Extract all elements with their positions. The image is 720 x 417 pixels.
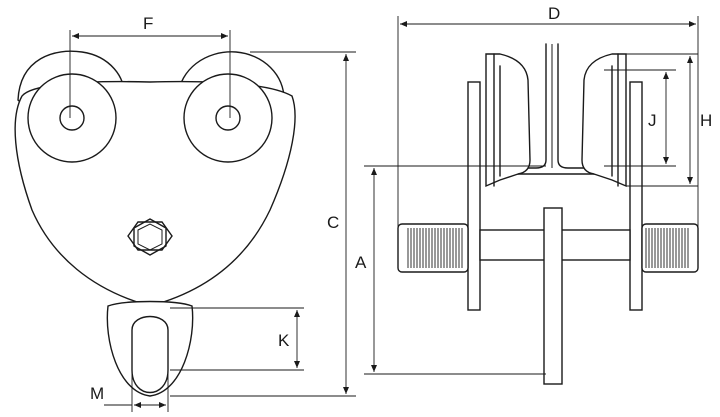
dimension-a: A [355,165,546,375]
dimension-f: F [69,14,231,118]
dimension-d: D [397,4,699,228]
label-f: F [143,14,153,33]
center-suspension-plate [543,207,563,385]
label-m: M [90,384,104,403]
right-side-plate [629,81,643,311]
label-a: A [355,253,367,272]
left-axle-hole [59,105,85,131]
hex-nut-face [137,223,163,251]
dimension-h: H [626,53,712,187]
dimension-c: C [170,51,356,397]
side-view [397,43,699,385]
suspension-eye-hole [131,315,169,394]
label-k: K [278,331,290,350]
left-trolley-wheel [485,53,531,188]
hex-nut-inner [133,218,167,256]
label-c: C [327,213,339,232]
left-side-plate [467,81,481,311]
right-thread-lines [645,228,689,268]
left-threaded-end [397,223,469,273]
label-j: J [648,111,657,130]
ibeam-web [507,43,597,175]
label-h: H [700,111,712,130]
right-axle-hole [215,105,241,131]
right-trolley-wheel [581,53,627,188]
dimension-m: M [90,372,169,412]
dimension-k: K [170,307,304,371]
front-view [14,50,296,397]
dimension-j: J [604,69,676,167]
label-d: D [548,4,560,23]
left-thread-lines [407,228,463,268]
